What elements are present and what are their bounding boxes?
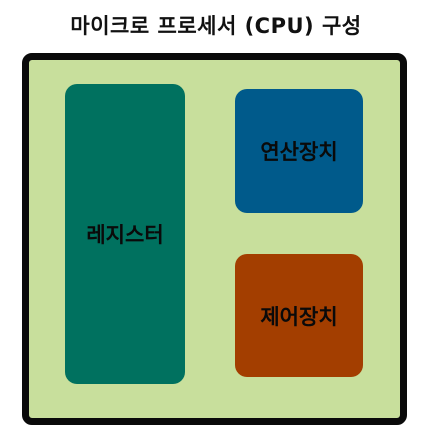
register-label: 레지스터 bbox=[86, 223, 164, 247]
diagram-title: 마이크로 프로세서 (CPU) 구성 bbox=[70, 14, 362, 38]
register-block: 레지스터 bbox=[65, 84, 185, 384]
cpu-frame: 레지스터 연산장치 제어장치 bbox=[22, 53, 407, 425]
alu-block: 연산장치 bbox=[235, 89, 363, 213]
control-unit-block: 제어장치 bbox=[235, 254, 363, 377]
control-unit-label: 제어장치 bbox=[260, 304, 338, 329]
alu-label: 연산장치 bbox=[260, 140, 338, 164]
